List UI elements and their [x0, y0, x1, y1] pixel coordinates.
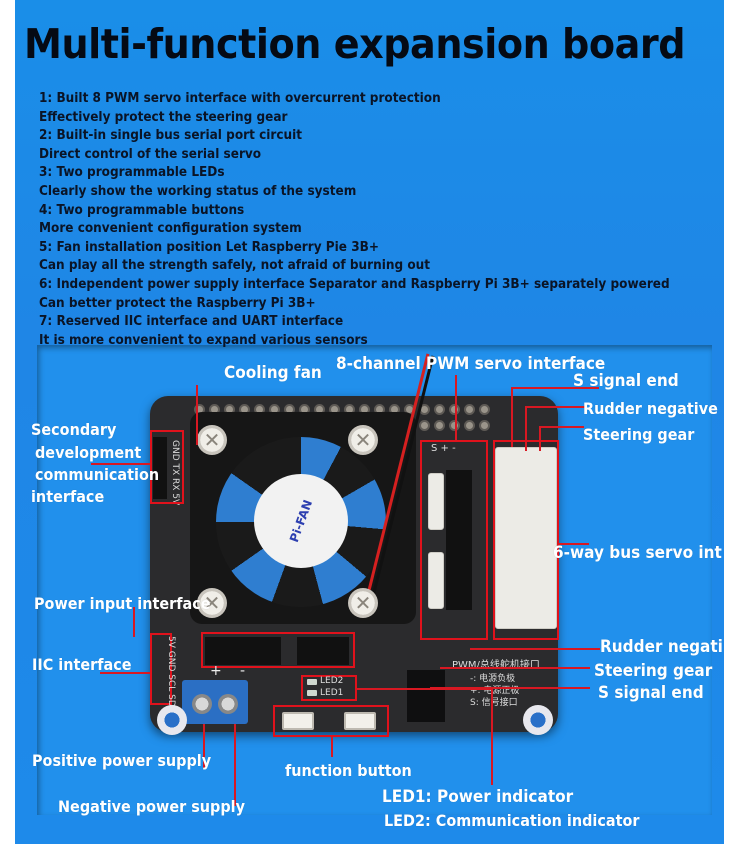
- bus-servo-connectors: [495, 447, 557, 629]
- leader-led-h: [357, 688, 492, 690]
- cooling-fan: Pi-FAN: [190, 412, 416, 624]
- leader-rudder-h: [525, 406, 585, 408]
- leader-s-signal: [511, 387, 513, 447]
- leader-s-signal-h: [511, 387, 599, 389]
- feature-line: 1: Built 8 PWM servo interface with over…: [39, 91, 441, 106]
- screw-icon: ✕: [197, 588, 227, 618]
- leader-negative: [234, 724, 236, 806]
- feature-line: Clearly show the working status of the s…: [39, 183, 357, 199]
- leader-bus-servo: [559, 543, 589, 545]
- power-terminal-block: [182, 680, 248, 724]
- servo-connector: [428, 473, 444, 530]
- label-positive-power: Positive power supply: [32, 751, 212, 770]
- led1-silk: LED1: [320, 688, 344, 698]
- power-input-highlight: [201, 632, 355, 668]
- terminal-minus: -: [240, 663, 246, 679]
- label-secondary-dev: interface: [31, 487, 105, 506]
- function-button-2[interactable]: [344, 712, 376, 730]
- function-button-highlight: [273, 705, 389, 737]
- legend-negative: -: 电源负极: [470, 674, 516, 684]
- label-s-signal-bottom: S signal end: [598, 683, 704, 703]
- mount-hole: [523, 705, 553, 735]
- legend-positive: +: 电源正极: [470, 686, 520, 696]
- label-rudder-negative-bottom: Rudder negati: [600, 637, 723, 657]
- leader-cooling-fan: [196, 385, 198, 445]
- feature-line: 7: Reserved IIC interface and UART inter…: [39, 314, 344, 330]
- leader-s-signal-bottom: [430, 687, 590, 689]
- right-margin: [724, 0, 750, 844]
- label-function-button: function button: [285, 761, 412, 780]
- pwm-interface-highlight: [420, 440, 488, 640]
- uart-header: [153, 437, 167, 499]
- terminal-screw-icon: [218, 694, 238, 714]
- function-button-1[interactable]: [282, 712, 314, 730]
- leader-secondary-dev: [91, 463, 151, 465]
- ic-chip: [407, 670, 445, 722]
- label-rudder-negative-top: Rudder negative: [583, 399, 718, 418]
- port-title-silk: PWM/总线舵机接口: [452, 660, 540, 671]
- label-steering-gear-bottom: Steering gear: [594, 661, 713, 681]
- leader-pwm: [455, 375, 457, 441]
- label-steering-gear-top: Steering gear: [583, 425, 695, 444]
- label-secondary-dev: communication: [35, 465, 160, 484]
- led2-indicator: [307, 679, 317, 685]
- feature-line: It is more convenient to expand various …: [39, 332, 368, 348]
- leader-power-input: [133, 607, 135, 637]
- power-header-left: [205, 637, 281, 665]
- bus-servo-highlight: [493, 440, 559, 640]
- label-led1: LED1: Power indicator: [382, 787, 574, 807]
- leader-steering-bottom: [440, 667, 590, 669]
- feature-line: 5: Fan installation position Let Raspber…: [39, 239, 379, 255]
- leader-rudder: [525, 406, 527, 451]
- label-led2: LED2: Communication indicator: [384, 811, 640, 830]
- feature-line: 2: Built-in single bus serial port circu…: [39, 128, 303, 144]
- iic-highlight: [150, 633, 172, 705]
- label-s-signal-top: S signal end: [573, 371, 679, 391]
- servo-connector: [428, 552, 444, 609]
- legend-signal: S: 信号接口: [470, 698, 518, 708]
- leader-steering-h: [539, 426, 584, 428]
- leader-function-button: [331, 737, 333, 757]
- page-title: Multi-function expansion board: [24, 20, 686, 68]
- iic-pin-labels: 5V GND SCL SDA: [166, 636, 176, 713]
- uart-highlight: [150, 430, 184, 504]
- feature-line: Effectively protect the steering gear: [39, 109, 288, 125]
- label-secondary-dev: Secondary: [31, 420, 117, 439]
- fan-brand: Pi-FAN: [286, 497, 316, 545]
- feature-line: More convenient configuration system: [39, 221, 302, 237]
- terminal-screw-icon: [192, 694, 212, 714]
- leader-rudder-bottom: [470, 648, 600, 650]
- label-iic: IIC interface: [32, 655, 132, 674]
- pwm-header-silk: S + -: [431, 443, 456, 454]
- label-pwm-interface: 8-channel PWM servo interface: [336, 354, 606, 374]
- led-highlight: [301, 675, 357, 701]
- fan-hub: Pi-FAN: [254, 474, 348, 568]
- power-header-right: [297, 637, 349, 665]
- led1-indicator: [307, 690, 317, 696]
- feature-line: 3: Two programmable LEDs: [39, 165, 225, 181]
- label-power-input: Power input interface: [34, 594, 211, 613]
- feature-line: Can play all the strength safely, not af…: [39, 258, 431, 274]
- feature-list: 1: Built 8 PWM servo interface with over…: [39, 90, 719, 350]
- label-cooling-fan: Cooling fan: [224, 363, 322, 383]
- screw-icon: ✕: [348, 588, 378, 618]
- label-secondary-dev: development: [35, 443, 142, 462]
- label-negative-power: Negative power supply: [58, 797, 245, 816]
- gpio-header-row-top: [194, 404, 490, 415]
- terminal-plus: +: [210, 663, 222, 679]
- pwm-pin-header: [446, 470, 472, 610]
- feature-line: 4: Two programmable buttons: [39, 202, 245, 218]
- label-bus-servo: 6-way bus servo int: [553, 543, 722, 563]
- feature-line: Can better protect the Raspberry Pi 3B+: [39, 295, 316, 311]
- screw-icon: ✕: [348, 425, 378, 455]
- leader-led-v: [491, 688, 493, 785]
- screw-icon: ✕: [197, 425, 227, 455]
- leader-positive: [203, 724, 205, 768]
- mount-hole: [157, 705, 187, 735]
- led2-silk: LED2: [320, 676, 344, 686]
- feature-line: Direct control of the serial servo: [39, 146, 262, 162]
- feature-line: 6: Independent power supply interface Se…: [39, 276, 670, 292]
- leader-iic: [100, 672, 150, 674]
- leader-steering: [539, 426, 541, 451]
